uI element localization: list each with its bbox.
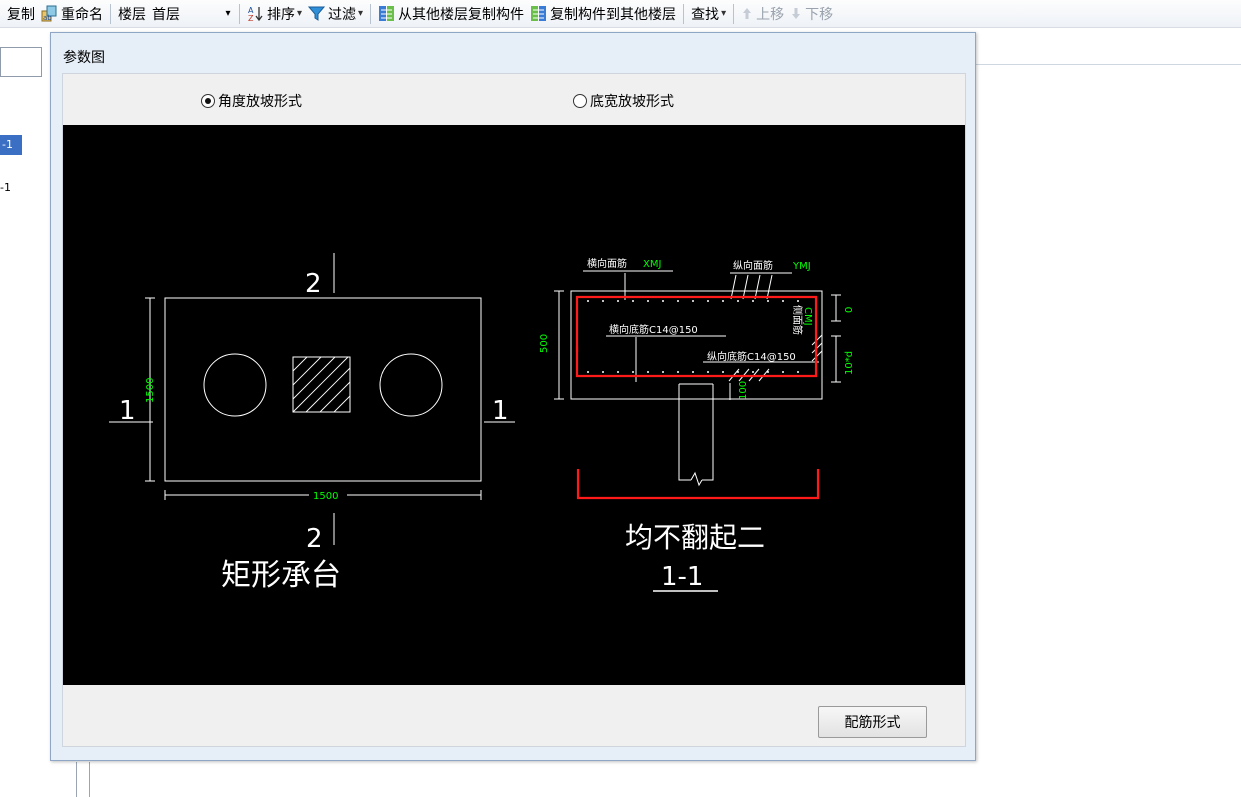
diagram-svg: 2 2 1 1 1500 1500 矩形承台 [109,253,855,593]
radio-angle-slope[interactable]: 角度放坡形式 [201,91,302,111]
copy-from-floor-icon [378,5,395,22]
plan-label-right: 1 [492,396,509,426]
top-h-rebar-code: XMJ [643,259,661,270]
column-left-edge [678,384,691,481]
list-item[interactable]: -1 [0,181,11,194]
pile-left [203,353,267,417]
splitter-handle[interactable] [76,762,90,797]
plan-dim-height: 1500 [145,378,156,403]
radio-bottom-label: 底宽放坡形式 [590,94,674,110]
diagram-canvas: 2 2 1 1 1500 1500 矩形承台 [63,125,965,685]
top-v-rebar-code: YMJ [792,261,811,272]
copy-button[interactable]: 复制 [7,6,35,23]
move-up-button[interactable]: 上移 [738,2,787,26]
toolbar-separator [733,3,735,24]
section-dim-height: 500 [539,334,550,353]
radio-checked-icon [201,94,215,108]
arrow-up-icon [741,5,753,22]
toolbar: 复制 ab 重命名 楼层 首层 ▾ AZ 排序 过滤 从其他楼层复制构件 复制构… [0,0,1241,28]
plan-label-bottom: 2 [306,524,323,554]
filter-icon [307,5,326,22]
list-item-selected[interactable]: -1 [0,135,22,155]
radio-bottom-width-slope[interactable]: 底宽放坡形式 [573,91,674,111]
floor-select[interactable]: 首层 [152,6,180,23]
floor-dropdown-arrow[interactable]: ▾ [225,8,231,19]
floor-label: 楼层 [118,6,146,23]
parameter-diagram-dialog: 参数图 角度放坡形式 底宽放坡形式 [50,32,976,761]
toolbar-separator [370,3,372,24]
section-subtitle: 1-1 [661,562,703,592]
hatch-lines [292,356,351,413]
top-h-rebar-label: 横向面筋 [587,257,627,270]
dialog-title: 参数图 [63,50,105,66]
toolbar-separator [239,3,240,24]
plan-label-left: 1 [119,396,136,426]
toolbar-separator [110,3,111,24]
svg-text:ab: ab [43,14,52,22]
section-view [554,270,841,487]
slope-type-radio-group: 角度放坡形式 底宽放坡形式 [63,74,965,124]
top-rebar [575,295,818,352]
section-dim-zero: 0 [844,307,855,313]
copy-from-floor-button[interactable]: 从其他楼层复制构件 [375,2,527,26]
pile-right [379,353,443,417]
rename-icon: ab [41,5,58,22]
copy-to-floor-icon [530,5,547,22]
toolbar-separator [683,3,685,24]
section-dim-10d: 10*d [844,351,855,375]
plan-view [109,253,515,545]
section-dim-100: 100 [738,381,749,400]
dialog-content: 角度放坡形式 底宽放坡形式 [62,73,966,747]
left-search-input[interactable] [0,47,42,77]
radio-unchecked-icon [573,94,587,108]
find-button[interactable]: 查找 [688,2,729,26]
copy-to-floor-button[interactable]: 复制构件到其他楼层 [527,2,679,26]
rebar [575,295,820,500]
rename-button[interactable]: ab 重命名 [41,5,103,23]
bottom-h-rebar-label: 横向底筋C14@150 [609,323,698,336]
move-down-button[interactable]: 下移 [787,2,836,26]
svg-text:Z: Z [248,14,254,22]
plan-outline [164,297,482,482]
side-rebar-label: 侧面筋 [791,305,804,335]
plan-label-top: 2 [305,269,322,299]
bottom-rebar [575,346,818,378]
radio-angle-label: 角度放坡形式 [218,94,302,110]
svg-text:A: A [248,6,254,15]
pile-cap-bottom-rebar [576,469,820,500]
plan-dim-width: 1500 [313,491,338,502]
divider [976,64,1241,65]
bottom-v-rebar-label: 纵向底筋C14@150 [707,350,796,363]
side-rebar-code: CMJ [802,307,813,326]
arrow-down-icon [790,5,802,22]
section-outline [570,290,823,400]
reinforcement-form-button[interactable]: 配筋形式 [818,706,927,738]
section-title: 均不翻起二 [625,521,765,554]
rebar-dots [587,300,799,373]
filter-button[interactable]: 过滤 [305,2,366,26]
plan-title: 矩形承台 [221,558,341,593]
top-v-rebar-label: 纵向面筋 [733,259,773,272]
